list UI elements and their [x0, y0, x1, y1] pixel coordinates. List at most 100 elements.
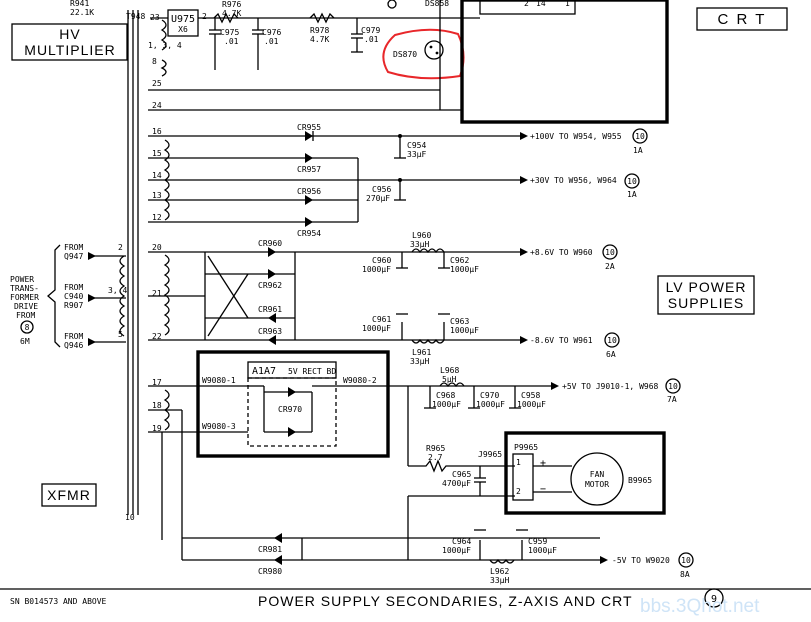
neon-lamp-ds870 — [424, 40, 444, 60]
tap-number: 14 — [152, 171, 162, 180]
label-c979: C979 — [361, 26, 380, 35]
label-c954-val: 33µF — [407, 150, 426, 159]
ref-bubble-location: 8A — [680, 570, 690, 579]
label-b9965: B9965 — [628, 476, 652, 485]
drive-brace — [47, 244, 61, 348]
tap-number: 22 — [152, 332, 162, 341]
diode-cr961 — [268, 313, 276, 323]
arrow-head — [520, 336, 528, 344]
ref-bubble-location: 7A — [667, 395, 677, 404]
label-c960: C960 — [372, 256, 391, 265]
tap-number: 18 — [152, 401, 162, 410]
crt-pin-label: 14 — [536, 0, 546, 8]
wire-crossover — [207, 273, 249, 337]
label-l962: L962 — [490, 567, 509, 576]
label-c965-val: 4700µF — [442, 479, 471, 488]
arrow-head — [88, 338, 96, 346]
u975-pin-label: 1, 3, 4 — [148, 41, 182, 50]
inductor-l968 — [439, 382, 465, 388]
label-l961-val: 33µH — [410, 357, 429, 366]
resistor-r976 — [213, 12, 239, 24]
label-l962-val: 33µH — [490, 576, 509, 585]
crt-pin-label: 1 — [565, 0, 570, 8]
ref-bubble-number: 10 — [607, 336, 617, 345]
fan-motor-symbol — [570, 452, 624, 506]
power-drive-5: FROM — [16, 311, 35, 320]
label-a1a7-sub: 5V RECT BD — [288, 367, 336, 376]
label-c976-val: .01 — [264, 37, 279, 46]
label-c964: C964 — [452, 537, 471, 546]
tap-number: 24 — [152, 101, 162, 110]
from-q947-1: FROM — [64, 243, 83, 252]
from-q946-1: FROM — [64, 332, 83, 341]
fan-motor-label-1: FAN — [590, 470, 605, 479]
resistor-r978 — [309, 12, 335, 24]
ref-bubble-location: 2A — [605, 262, 615, 271]
tap-number: 16 — [152, 127, 162, 136]
label-p9965: P9965 — [514, 443, 538, 452]
ref-bubble — [678, 552, 694, 568]
diode-cr954 — [305, 217, 313, 227]
label-c958: C958 — [521, 391, 540, 400]
u975-box — [167, 9, 199, 37]
fan-minus-sign: − — [540, 484, 546, 495]
label-c964-val: 1000µF — [442, 546, 471, 555]
label-u975: U975 — [171, 14, 195, 25]
label-r941: R941 — [70, 0, 89, 8]
ref-bubble-location: 1A — [627, 190, 637, 199]
transformer-winding — [163, 254, 170, 336]
power-drive-1: POWER — [10, 275, 34, 284]
lv-power-box — [657, 275, 755, 315]
diode-cr963 — [268, 335, 276, 345]
label-w9080-3: W9080-3 — [202, 422, 236, 431]
label-minus5: -5V TO W9020 — [612, 556, 670, 565]
diode-cr960 — [268, 247, 276, 257]
a1a7-board — [196, 350, 390, 458]
tap-number: 8 — [152, 57, 157, 66]
label-cr970: CR970 — [278, 405, 302, 414]
label-cr962: CR962 — [258, 281, 282, 290]
inductor-l960 — [411, 248, 445, 254]
diode-cr980 — [274, 555, 282, 565]
label-minus86: -8.6V TO W961 — [530, 336, 593, 345]
crt-connector — [479, 0, 576, 15]
label-l960-val: 33µH — [410, 240, 429, 249]
lamp-electrode — [435, 51, 439, 55]
label-r976-val: 4.7K — [222, 9, 241, 18]
label-plus86: +8.6V TO W960 — [530, 248, 593, 257]
label-c961-val: 1000µF — [362, 324, 391, 333]
u975-pin-label: 2 — [202, 12, 207, 21]
fan-motor-label-2: MOTOR — [585, 480, 609, 489]
ref-bubble-location: 6M — [20, 337, 30, 346]
from-c940-3: R907 — [64, 301, 83, 310]
arrow-head — [551, 382, 559, 390]
transformer-winding — [160, 19, 167, 51]
lv-power-title-1: LV POWER — [666, 279, 747, 295]
label-cr963: CR963 — [258, 327, 282, 336]
label-c975-val: .01 — [224, 37, 239, 46]
lamp-electrode — [429, 45, 433, 49]
label-c968-val: 1000µF — [432, 400, 461, 409]
tap-number: 15 — [152, 149, 162, 158]
label-c979-val: .01 — [364, 35, 379, 44]
lv-power-title-2: SUPPLIES — [668, 295, 744, 311]
tap-number: 5 — [118, 330, 123, 339]
label-c963: C963 — [450, 317, 469, 326]
diode-cr955 — [305, 131, 313, 141]
label-c958-val: 1000µF — [517, 400, 546, 409]
label-r978-val: 4.7K — [310, 35, 329, 44]
serial-note: SN B014573 AND ABOVE — [10, 597, 107, 606]
crt-block-outline — [460, 0, 669, 124]
label-c954: C954 — [407, 141, 426, 150]
label-c963-val: 1000µF — [450, 326, 479, 335]
ref-bubble-number: 8 — [25, 323, 30, 332]
from-q946-2: Q946 — [64, 341, 83, 350]
ref-bubble-number: 10 — [627, 177, 637, 186]
tap-number: 13 — [152, 191, 162, 200]
tap-number: 20 — [152, 243, 162, 252]
ref-bubble-location: 1A — [633, 146, 643, 155]
label-c959-val: 1000µF — [528, 546, 557, 555]
sheet-number-bubble — [704, 588, 724, 608]
xfmr-box — [41, 483, 97, 507]
hv-multiplier-title-2: MULTIPLIER — [24, 42, 115, 58]
